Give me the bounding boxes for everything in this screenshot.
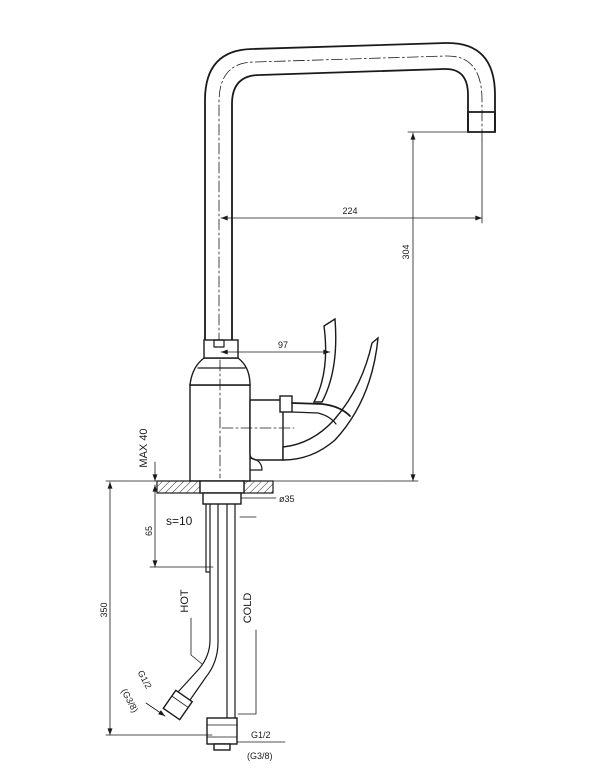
nut-body — [202, 492, 242, 505]
lever-cap — [279, 395, 293, 413]
hot-hose-fitting — [162, 689, 194, 721]
cold-thread-callout: G1/2 (G3/8) — [236, 730, 286, 761]
body-neck — [189, 357, 251, 386]
hot-hose — [177, 503, 219, 701]
wall-thickness-label: s=10 — [166, 514, 193, 528]
dim-97-label: 97 — [278, 340, 288, 350]
hot-thread-leader — [145, 702, 166, 717]
cold-thread-alt-label: (G3/8) — [247, 751, 273, 761]
collar-notch — [213, 339, 225, 348]
dim-counter-max: MAX 40 — [138, 428, 158, 482]
countertop-right-section — [243, 480, 274, 494]
mixer-body — [189, 339, 251, 482]
lever-base — [249, 399, 284, 461]
cold-thread-label: G1/2 — [251, 730, 271, 740]
dim-350-label: 350 — [99, 602, 109, 617]
lever-handle — [221, 317, 379, 471]
dim-spout-reach: 224 — [220, 139, 483, 224]
cold-fitting-tail — [213, 743, 231, 751]
base-flange — [199, 480, 245, 494]
fixing-nut: ø35 — [202, 492, 295, 518]
countertop-left-section — [156, 480, 201, 494]
cold-hose-fitting — [206, 717, 238, 745]
lever-joint-lower — [291, 411, 337, 425]
dim-base-diameter-label: ø35 — [279, 494, 295, 504]
lever-joint — [291, 402, 351, 417]
dim-hose-length: 350 — [99, 481, 213, 736]
dim-304-label: 304 — [401, 244, 411, 259]
spout-aerator — [467, 111, 496, 133]
cold-label: COLD — [242, 593, 254, 624]
lever-base-step — [249, 457, 263, 471]
dim-65-label: 65 — [144, 526, 154, 536]
spout — [204, 42, 496, 345]
dim-max40-label: MAX 40 — [138, 428, 150, 467]
lever-main-blade — [282, 336, 379, 461]
spout-collar — [203, 339, 239, 359]
hot-fitting-ring — [171, 695, 189, 708]
spout-inner-edge — [231, 68, 469, 341]
cold-callout: COLD — [237, 593, 257, 715]
hot-callout: HOT — [179, 589, 203, 665]
hot-thread-label: G1/2 — [136, 669, 154, 691]
hot-leader-line — [190, 617, 203, 665]
dim-handle-reach: 97 — [220, 340, 331, 355]
spout-centerline — [218, 55, 483, 345]
hot-thread-alt-label: (G3/8) — [119, 687, 140, 714]
lever-upper-blade — [312, 317, 337, 403]
dim-spout-height: 304 — [401, 131, 469, 482]
threaded-shank — [205, 503, 211, 573]
supply-hoses — [162, 503, 238, 751]
hot-thread-callout: G1/2 (G3/8) — [119, 669, 166, 717]
dim-224-label: 224 — [342, 206, 357, 216]
countertop — [156, 480, 274, 494]
cold-hose — [226, 503, 236, 719]
hot-label: HOT — [179, 589, 191, 613]
cold-leader-line — [237, 629, 257, 715]
dim-shank-depth: 65 — [144, 484, 214, 568]
spout-outer-edge — [204, 42, 496, 341]
